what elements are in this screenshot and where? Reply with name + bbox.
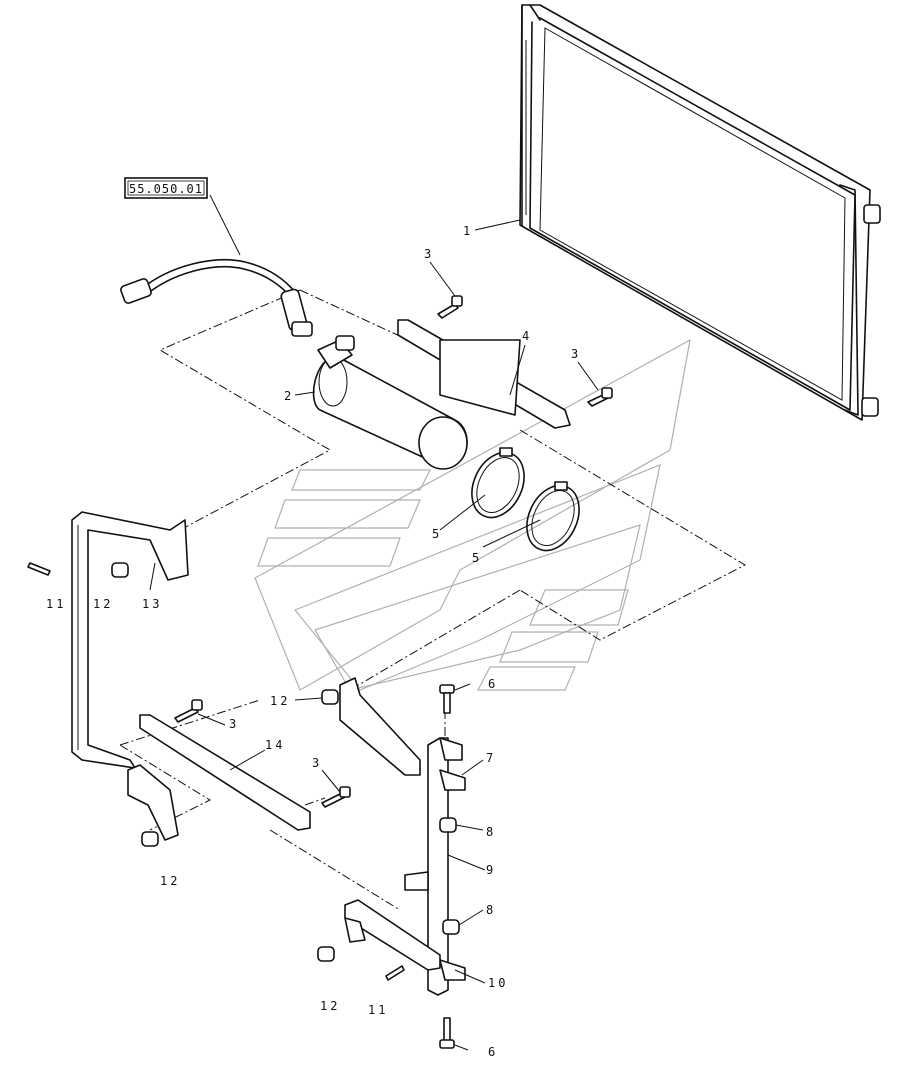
spacer-8-a <box>439 817 457 833</box>
callout-12: 12 <box>93 597 113 611</box>
callout-12: 12 <box>160 874 180 888</box>
callout-12: 12 <box>320 999 340 1013</box>
callout-8: 8 <box>486 825 493 839</box>
bolt-vertical-bottom <box>439 1017 455 1049</box>
callouts: 1 2 3 3 3 3 4 5 5 6 6 7 8 8 9 10 11 11 1… <box>46 224 578 1059</box>
callout-8: 8 <box>486 903 493 917</box>
lower-bracket-bar <box>344 899 441 971</box>
nut-12-a <box>111 562 129 578</box>
radiator-core <box>519 4 881 421</box>
hose-clamp-2 <box>526 481 580 552</box>
callout-11: 11 <box>46 597 66 611</box>
receiver-drier <box>312 335 468 470</box>
callout-9: 9 <box>486 863 493 877</box>
reference-box[interactable]: 55.050.01 <box>124 177 208 199</box>
nut-12-b <box>321 689 339 705</box>
pressure-switch-cable <box>120 259 313 337</box>
hose-clamp-1 <box>471 447 525 519</box>
callout-1: 1 <box>463 224 470 238</box>
callout-3: 3 <box>312 756 319 770</box>
spacer-8-b <box>442 919 460 935</box>
bolt-upper-left <box>437 295 463 319</box>
callout-11: 11 <box>368 1003 388 1017</box>
left-support-frame <box>71 511 189 769</box>
cross-bar <box>139 714 311 831</box>
bolt-left-bar <box>174 699 203 723</box>
leader-lines <box>149 219 599 1051</box>
nut-12-d <box>317 946 335 962</box>
reference-label: 55.050.01 <box>129 182 203 196</box>
callout-5: 5 <box>432 527 439 541</box>
callout-5: 5 <box>472 551 479 565</box>
bolt-vertical-top <box>439 684 455 714</box>
callout-3: 3 <box>229 717 236 731</box>
nut-12-c <box>141 831 159 847</box>
callout-3: 3 <box>571 347 578 361</box>
upper-right-bracket <box>339 677 421 776</box>
callout-4: 4 <box>522 329 529 343</box>
callout-2: 2 <box>284 389 291 403</box>
callout-6: 6 <box>488 677 495 691</box>
callout-13: 13 <box>142 597 162 611</box>
bolt-upper-right <box>587 387 613 407</box>
callout-3: 3 <box>424 247 431 261</box>
drier-bracket <box>397 319 571 429</box>
lower-left-bracket <box>127 764 179 841</box>
callout-6: 6 <box>488 1045 495 1059</box>
screw-11-a <box>27 562 51 576</box>
callout-7: 7 <box>486 751 493 765</box>
bolt-right-bar <box>321 786 351 808</box>
callout-12: 12 <box>270 694 290 708</box>
watermark-logo <box>254 338 691 691</box>
screw-11-b <box>385 965 405 981</box>
callout-14: 14 <box>265 738 285 752</box>
callout-10: 10 <box>488 976 508 990</box>
